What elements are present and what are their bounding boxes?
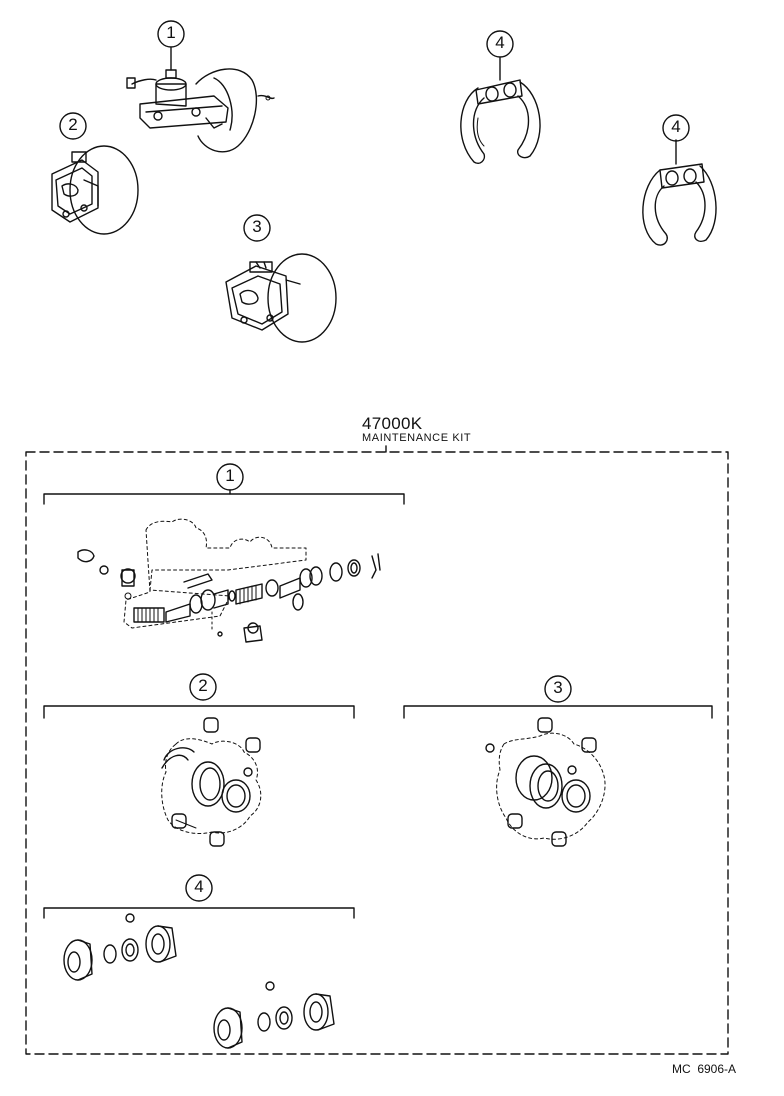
kit-3-rear-caliper-parts <box>485 717 606 847</box>
kit-4-wheel-cylinder-parts <box>63 913 335 1049</box>
kit-group-1-label: 1 <box>225 466 235 485</box>
callout-3-rear-caliper: 3 <box>252 217 262 236</box>
maintenance-kit-frame <box>25 445 729 1055</box>
front-caliper-illustration <box>51 145 139 235</box>
kit-group-2-label: 2 <box>198 676 208 695</box>
kit-name: MAINTENANCE KIT <box>362 432 472 444</box>
callout-2-front-caliper: 2 <box>68 115 78 134</box>
diagram-code: MC 6906-A <box>672 1062 737 1076</box>
kit-1-master-cylinder-parts <box>77 518 381 643</box>
wheel-cylinder-left-illustration <box>460 57 541 164</box>
callout-1-master-cylinder: 1 <box>166 23 176 42</box>
master-cylinder-illustration <box>126 47 275 153</box>
group-brackets <box>43 489 713 919</box>
callout-4-wheel-cylinder-left: 4 <box>495 33 505 52</box>
kit-group-3-label: 3 <box>553 678 563 697</box>
kit-part-number: 47000K <box>362 414 423 433</box>
kit-2-front-caliper-parts <box>161 717 262 847</box>
rear-caliper-illustration <box>225 253 337 343</box>
kit-group-4-label: 4 <box>194 877 204 896</box>
callout-circles <box>59 20 690 902</box>
callout-4-wheel-cylinder-right: 4 <box>671 117 681 136</box>
wheel-cylinder-right-illustration <box>642 139 717 246</box>
